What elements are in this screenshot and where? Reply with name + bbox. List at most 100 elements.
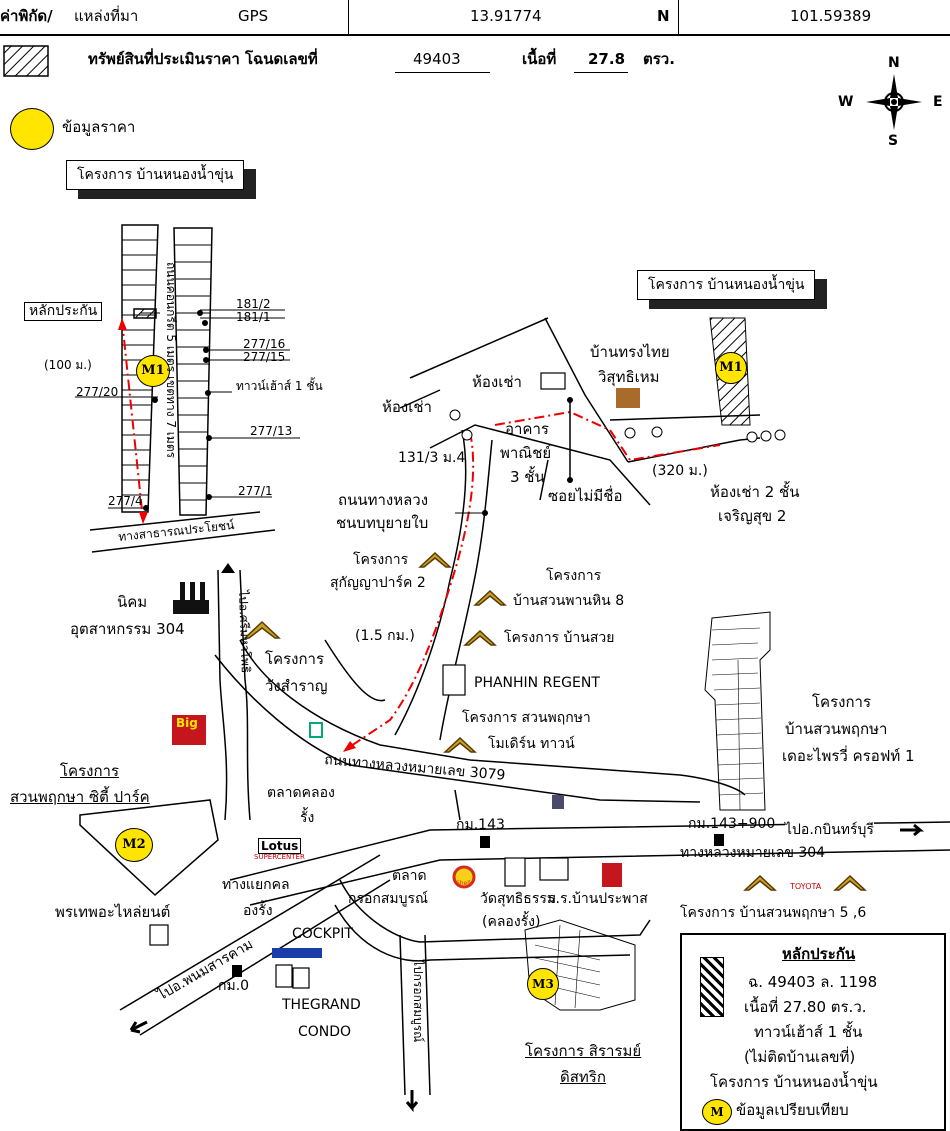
legend-type: ทาวน์เฮ้าส์ 1 ชั้น xyxy=(754,1023,863,1041)
area-label: เนื้อที่ xyxy=(522,50,557,68)
legend-note: (ไม่ติดบ้านเลขที่) xyxy=(744,1048,856,1066)
legend-compare: ข้อมูลเปรียบเทียบ xyxy=(736,1101,849,1119)
project-privy-croft: เดอะไพรวี่ ครอฟท์ 1 xyxy=(782,747,915,765)
thai-house-icon xyxy=(616,388,640,408)
project-suan-5-6: โครงการ บ้านสวนพฤกษา 5 ,6 xyxy=(680,905,867,921)
project-wangsamran: วังสำราญ xyxy=(265,677,328,695)
soi-label: ซอยไม่มีชื่อ xyxy=(548,487,623,505)
project-modern: โมเดิร์น ทาวน์ xyxy=(488,736,575,752)
area-value: 27.8 xyxy=(588,50,626,68)
marker-m1-inset: M1 xyxy=(136,355,170,387)
price-circle-icon xyxy=(10,108,54,150)
longitude-value: 101.59389 xyxy=(790,7,872,25)
house-icons xyxy=(243,551,867,891)
fresh-market-label: กรอกสมบูรณ์ xyxy=(348,891,429,907)
lotus-icon: Lotus xyxy=(258,838,302,855)
project-modern: โครงการ สวนพฤกษา xyxy=(462,710,591,726)
cockpit-icon xyxy=(272,948,322,958)
project-citypark: โครงการ xyxy=(60,762,120,780)
prathep-label: พรเทพอะไหล่ยนต์ xyxy=(55,903,171,921)
underline xyxy=(574,72,628,73)
distance-line-320m xyxy=(494,410,721,462)
road-krok-label: ไปกรอกสมบูรณ์ xyxy=(411,960,425,1043)
charoensuk-label: เจริญสุข 2 xyxy=(718,507,787,525)
legend-marker-icon: M xyxy=(702,1099,732,1125)
marker-m1-right: M1 xyxy=(715,352,747,384)
project-privy-croft: โครงการ xyxy=(812,693,872,711)
seven-eleven-icon xyxy=(309,722,323,738)
project-suanphan: โครงการ xyxy=(546,568,602,584)
project-citypark: สวนพฤกษา ซิตี้ ปาร์ค xyxy=(10,788,150,806)
lotus-sub: SUPERCENTER xyxy=(254,853,305,861)
compass-w: W xyxy=(838,94,854,110)
latitude-value: 13.91774 xyxy=(470,7,542,25)
compass-s: S xyxy=(888,133,899,149)
bigc-icon xyxy=(172,715,206,745)
plot-label: 277/4 xyxy=(108,494,143,508)
plot-label: 181/1 xyxy=(236,310,271,324)
rural-road-label: ถนนทางหลวง xyxy=(338,491,429,509)
distance-1500m: (1.5 กม.) xyxy=(355,628,415,644)
plot-label: 277/1 xyxy=(238,484,273,498)
room-rent-2-label: ห้องเช่า 2 ชั้น xyxy=(710,483,800,501)
fresh-market-label: ตลาด xyxy=(392,868,427,884)
temple-label: (คลองรั้ง) xyxy=(482,914,541,930)
industrial-estate-label: นิคม xyxy=(117,593,148,611)
temple-small-icon xyxy=(552,795,564,809)
coordinate-header: ค่าพิกัด/ แหล่งที่มา GPS 13.91774 N 101.… xyxy=(0,0,950,36)
divider xyxy=(678,0,679,34)
divider xyxy=(348,0,349,34)
project-sirarom: ดิสทริก xyxy=(560,1068,606,1086)
legend-deed: ฉ. 49403 ล. 1198 xyxy=(748,973,878,991)
distance-line-100m xyxy=(121,319,144,521)
project-sukanya: โครงการ xyxy=(353,552,409,568)
source-label: แหล่งที่มา xyxy=(74,7,139,25)
temple-label: วัดสุทธิธรรม xyxy=(480,891,557,907)
plot-label: 277/13 xyxy=(250,424,293,438)
project-wangsamran: โครงการ xyxy=(265,650,325,668)
plot-label: 277/16 xyxy=(243,337,286,351)
plot-label: 277/15 xyxy=(243,350,286,364)
collateral-label: หลักประกัน xyxy=(24,302,103,321)
address-label: 131/3 ม.4 xyxy=(398,450,466,466)
market-red-icon xyxy=(602,863,622,887)
project-suanphan: บ้านสวนพานหิน 8 xyxy=(513,593,625,609)
project-label-left: โครงการ บ้านหนองน้ำขุ่น xyxy=(66,160,245,190)
industrial-estate-label: อุตสาหกรรม 304 xyxy=(70,620,185,638)
direction-arrows xyxy=(129,563,925,1113)
plot-label: 181/2 xyxy=(236,297,271,311)
marker-m3: M3 xyxy=(527,968,559,1000)
legend-title: หลักประกัน xyxy=(782,945,856,963)
coord-label: ค่าพิกัด/ xyxy=(0,7,53,25)
distance-line-1500m xyxy=(344,431,475,751)
cockpit-label: COCKPIT xyxy=(292,926,353,942)
legend-area: เนื้อที่ 27.80 ตร.ว. xyxy=(744,998,867,1016)
km143-label: กม.143 xyxy=(456,817,505,833)
km0-label: กม.0 xyxy=(218,978,250,994)
rural-road-label: ชนบทบุยายใบ xyxy=(336,514,429,532)
concrete-road-label: ถนนคอนกรีต 5 เมตร เขตทาง 7 เมตร xyxy=(164,262,178,459)
project-label-right: โครงการ บ้านหนองน้ำขุ่น xyxy=(637,270,816,300)
road-sri-mahosot: ไปอ.ศรีมหาโพธิ xyxy=(236,590,253,674)
room-rent-label: ห้องเช่า xyxy=(382,398,432,416)
hatch-legend-icon xyxy=(3,45,49,77)
km143-900-label: กม.143+900 xyxy=(688,816,776,832)
school-label: ร.ร.บ้านประพาส xyxy=(548,891,648,907)
market-label: ตลาดคลอง xyxy=(267,785,335,801)
commercial-label: อาคาร xyxy=(505,420,549,438)
compass-n: N xyxy=(888,55,900,71)
road-kabin-label: ไปอ.กบินทร์บุรี xyxy=(785,822,874,839)
condo-label: CONDO xyxy=(298,1024,352,1040)
compass-e: E xyxy=(933,94,943,110)
area-unit: ตรว. xyxy=(643,50,675,68)
underline xyxy=(395,72,490,73)
junction-label: องรั้ง xyxy=(243,903,273,919)
room-rent-label: ห้องเช่า xyxy=(472,373,522,391)
project-privy-croft: บ้านสวนพฤกษา xyxy=(785,720,888,738)
building-icons xyxy=(149,372,569,989)
project-sirarom: โครงการ สิรารมย์ xyxy=(525,1042,642,1060)
phanhin-regent: PHANHIN REGENT xyxy=(474,675,600,691)
factory-icon xyxy=(173,582,209,614)
shell-label: Shell xyxy=(456,880,471,887)
plot-label: 277/20 xyxy=(76,385,119,399)
